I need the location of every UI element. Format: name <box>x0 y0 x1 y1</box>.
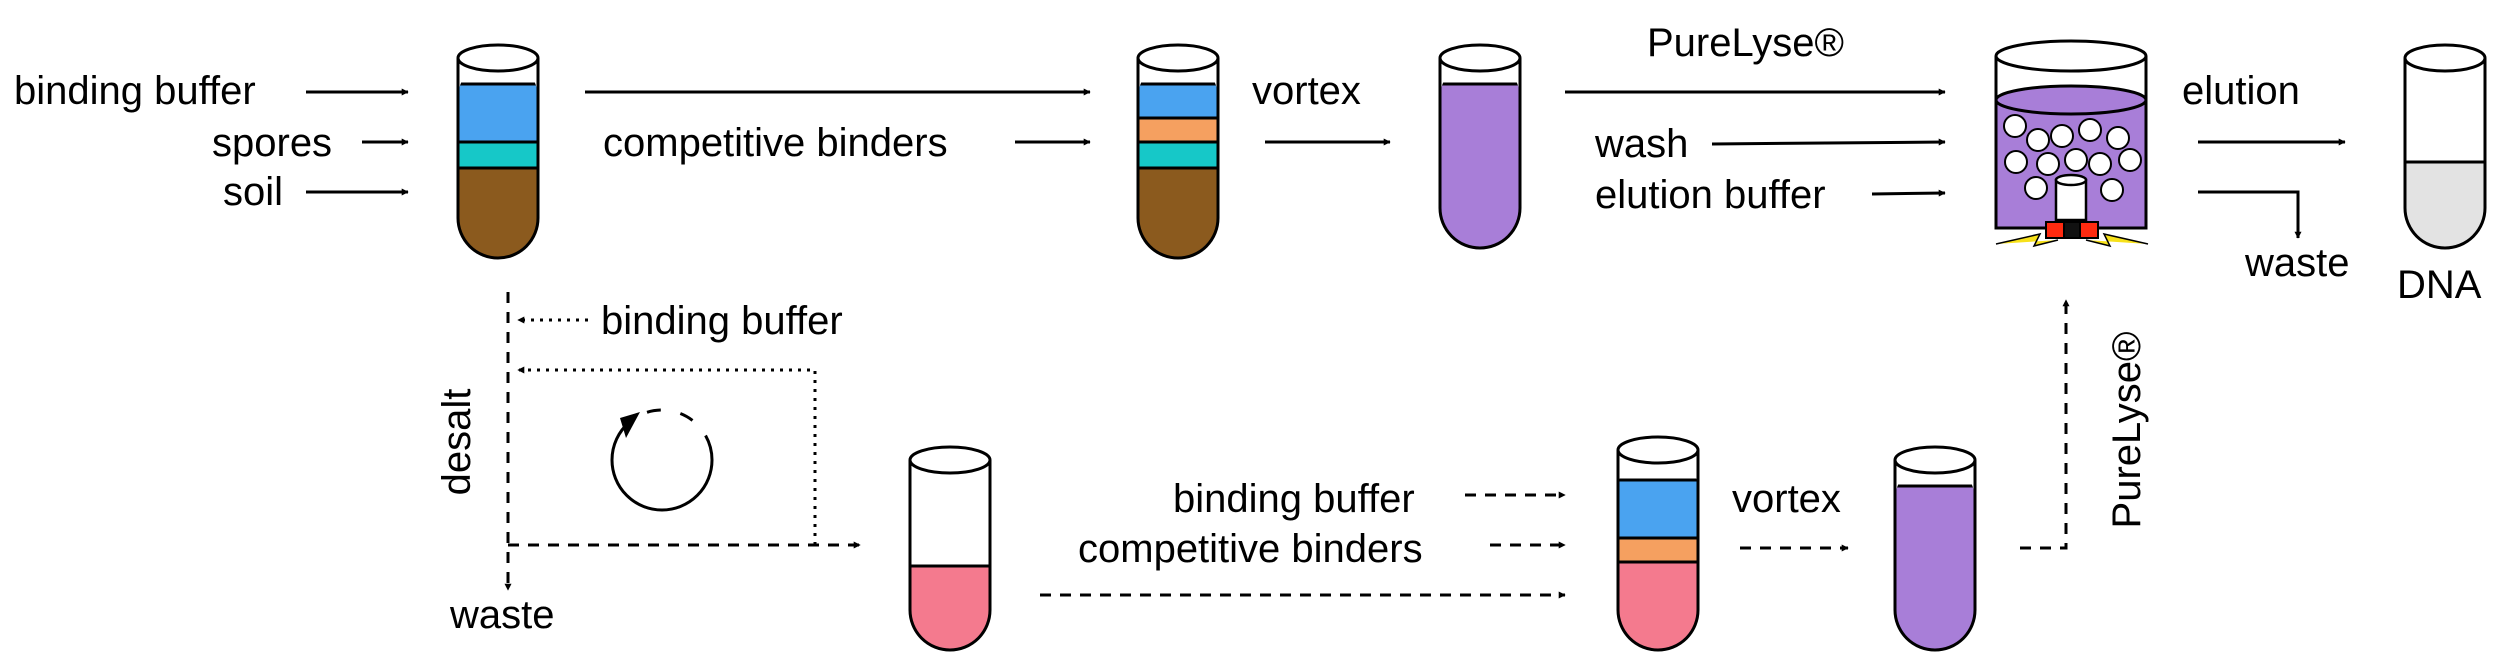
competitive-binders-label-bottom: competitive binders <box>1078 527 1423 571</box>
vortex-label-bottom: vortex <box>1732 477 1841 521</box>
desalt-recirculation-arrow <box>517 366 817 545</box>
purelyse-device <box>1994 39 2149 248</box>
waste-label-bottom: waste <box>449 593 555 637</box>
spores-input-label: spores <box>212 121 332 165</box>
purelyse-arrow-bottom <box>2020 299 2070 550</box>
cycle-icon <box>610 408 714 512</box>
desalted-tube <box>908 445 992 652</box>
purelyse-label-top: PureLyse® <box>1647 21 1844 65</box>
beads <box>2003 114 2142 202</box>
electrode-red-2 <box>2079 221 2099 239</box>
binding-buffer-label-bottom: binding buffer <box>1173 477 1415 521</box>
wash-arrow <box>1711 138 1946 146</box>
purelyse-label-vertical: PureLyse® <box>2105 332 2149 529</box>
waste-arrow-right <box>2198 190 2302 239</box>
dna-label: DNA <box>2397 263 2482 307</box>
electrode-black <box>2063 221 2081 239</box>
vortex-label-top: vortex <box>1252 69 1361 113</box>
desalt-label: desalt <box>435 389 479 496</box>
binding-buffer-input-label: binding buffer <box>14 69 256 113</box>
elution-label: elution <box>2182 69 2300 113</box>
lysate-tube <box>1438 43 1522 250</box>
soil-input-label: soil <box>223 170 283 214</box>
bottom-binders-tube <box>1616 435 1700 652</box>
bottom-lysate-tube <box>1893 445 1977 652</box>
desalt-binding-buffer-label: binding buffer <box>601 299 843 343</box>
binders-tube <box>1136 43 1220 260</box>
elution-buffer-label: elution buffer <box>1595 173 1826 217</box>
electrode-red <box>2045 221 2065 239</box>
sample-tube <box>456 43 540 260</box>
waste-label-right: waste <box>2244 241 2350 285</box>
dna-tube <box>2403 43 2487 250</box>
wash-label: wash <box>1594 122 1688 166</box>
competitive-binders-label-top: competitive binders <box>603 121 948 165</box>
elution-buffer-arrow <box>1871 189 1946 197</box>
